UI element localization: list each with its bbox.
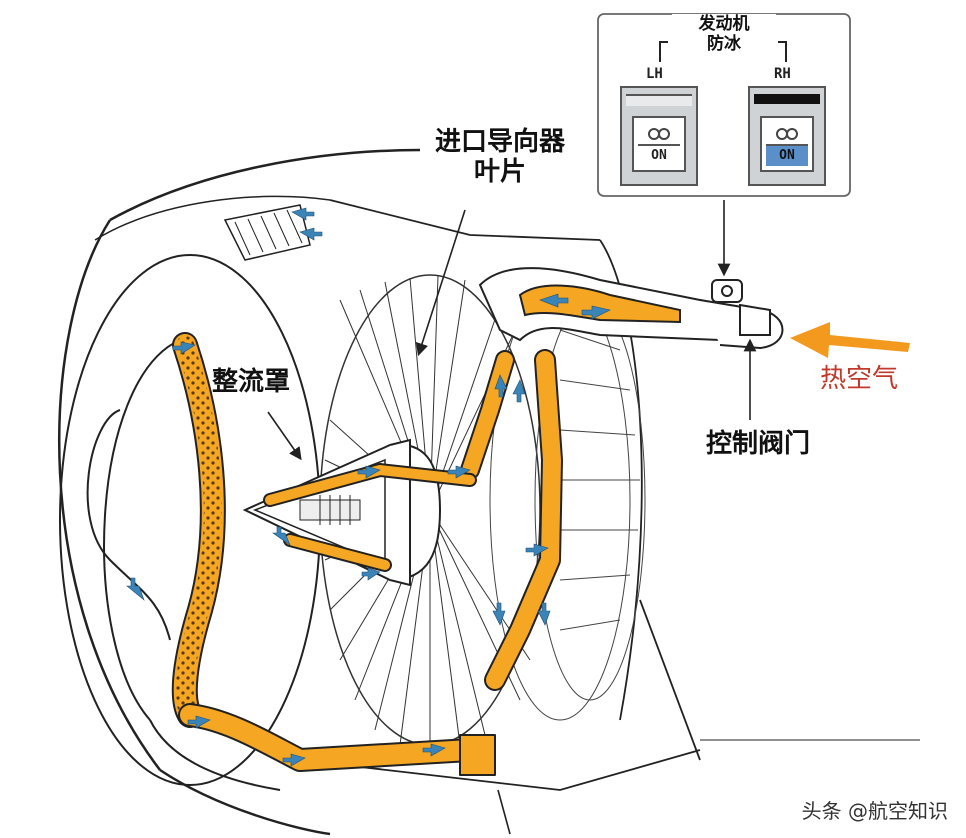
- switch-lh-label: LH: [646, 66, 663, 82]
- nacelle-inner-cutout: [86, 339, 281, 791]
- spinner-label: 整流罩: [212, 367, 291, 397]
- bottom-leader-line: [497, 789, 511, 835]
- switch-rh-state: ON: [766, 144, 808, 166]
- hot-air-label: 热空气: [820, 364, 899, 394]
- lip-anti-ice-duct: [171, 332, 226, 728]
- inlet-guide-vanes-label-line1: 进口导向器: [434, 127, 565, 157]
- nacelle-vent-grille: [223, 204, 311, 261]
- nacelle-inlet-lip: [58, 148, 421, 836]
- spinner-leader-line: [267, 411, 302, 461]
- switch-lh[interactable]: ON: [620, 86, 698, 186]
- panel-title: 发动机 防冰: [672, 14, 776, 54]
- watermark: 头条 @航空知识: [801, 799, 948, 823]
- panel-title-line2: 防冰: [707, 34, 741, 54]
- hot-air-arrow: [790, 322, 910, 358]
- control-valve-label: 控制阀门: [706, 429, 811, 459]
- igv-leader-line: [415, 209, 466, 357]
- switch-rh-label: RH: [774, 66, 791, 82]
- spinner-cone: [242, 438, 442, 587]
- flow-arrows: [126, 207, 611, 767]
- inlet-guide-vanes-label: 进口导向器 叶片: [420, 127, 580, 188]
- panel-title-line1: 发动机: [698, 14, 750, 34]
- inlet-guide-vanes-label-line2: 叶片: [473, 156, 526, 187]
- bottom-manifold-duct: [178, 703, 496, 776]
- switch-lh-state: ON: [638, 144, 680, 166]
- nacelle-body: [299, 199, 920, 791]
- switch-rh[interactable]: ON: [748, 86, 826, 186]
- control-valve: [711, 279, 771, 336]
